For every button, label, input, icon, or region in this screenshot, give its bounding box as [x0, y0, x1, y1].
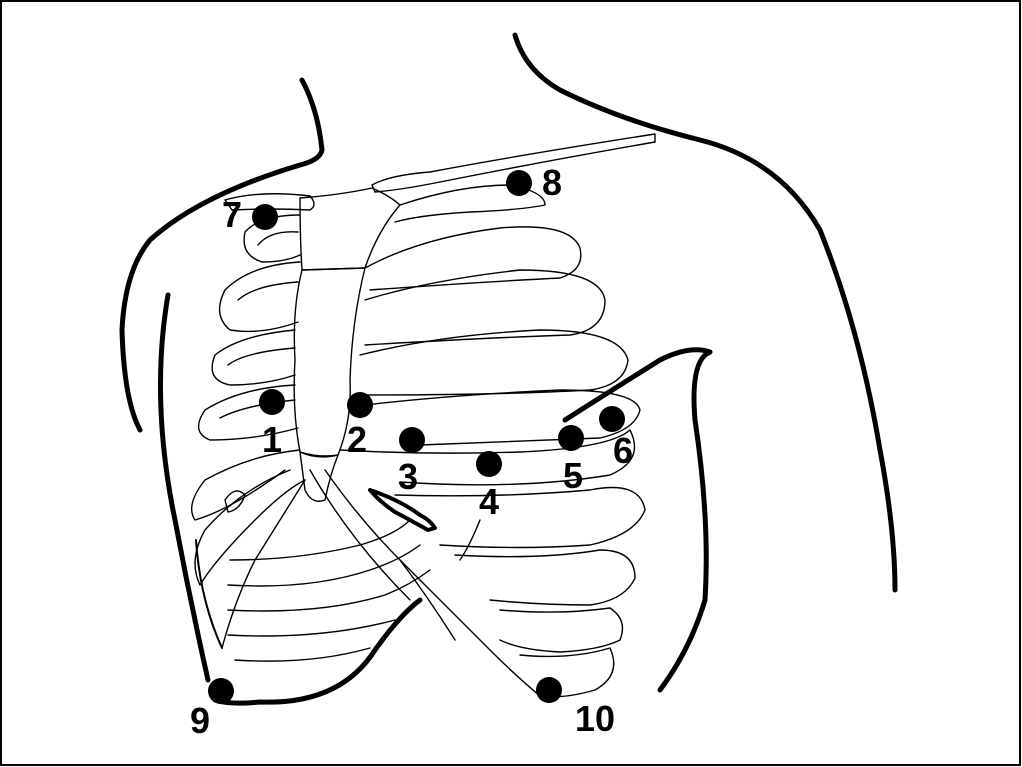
electrode-5-dot: [558, 425, 584, 451]
electrode-7-label: 7: [222, 194, 242, 235]
electrode-5-label: 5: [563, 455, 583, 496]
electrode-1: 1: [259, 389, 285, 460]
electrode-10-label: 10: [575, 698, 615, 739]
electrode-10-dot: [536, 677, 562, 703]
electrode-6-dot: [599, 406, 625, 432]
electrode-4-dot: [476, 451, 502, 477]
electrode-9-dot: [208, 678, 234, 704]
electrode-1-label: 1: [262, 419, 282, 460]
electrode-3-dot: [399, 427, 425, 453]
electrode-2-dot: [347, 392, 373, 418]
electrode-4: 4: [476, 451, 502, 522]
electrode-7-dot: [252, 204, 278, 230]
electrode-9-label: 9: [190, 700, 210, 741]
electrode-8-dot: [506, 170, 532, 196]
electrode-4-label: 4: [479, 481, 499, 522]
electrode-8-label: 8: [542, 162, 562, 203]
electrode-2-label: 2: [347, 419, 367, 460]
electrode-6-label: 6: [613, 430, 633, 471]
electrode-1-dot: [259, 389, 285, 415]
electrode-3-label: 3: [398, 456, 418, 497]
